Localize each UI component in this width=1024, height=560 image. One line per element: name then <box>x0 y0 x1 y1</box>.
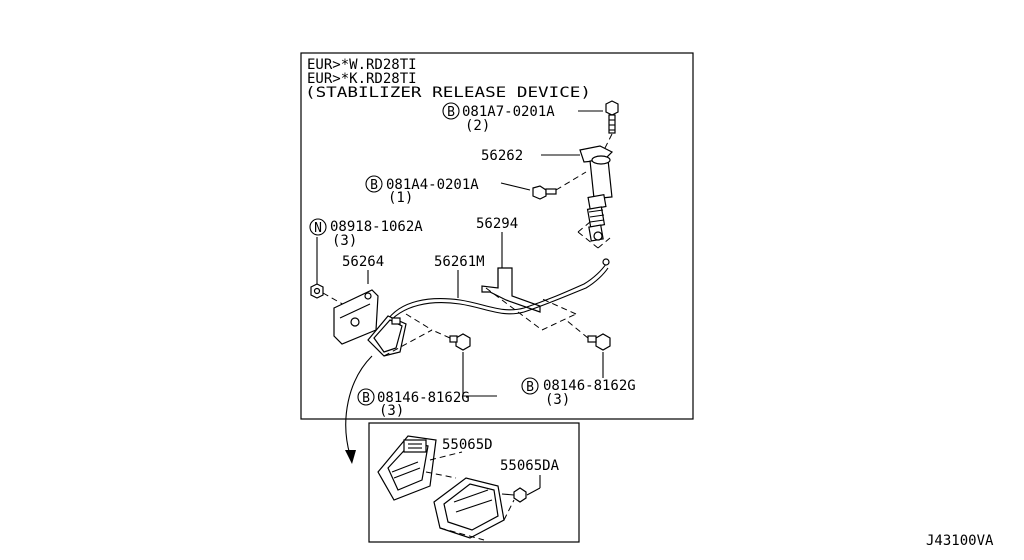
bolt-mid-icon <box>532 171 587 200</box>
svg-text:08918-1062A: 08918-1062A <box>330 219 423 235</box>
svg-text:08146-8162G: 08146-8162G <box>543 378 636 394</box>
svg-text:B: B <box>447 105 455 120</box>
svg-text:081A4-0201A: 081A4-0201A <box>386 177 479 193</box>
bracket-right-icon <box>481 267 577 331</box>
header-line-2: EUR>*K.RD28TI <box>307 71 417 87</box>
svg-text:55065D: 55065D <box>442 437 493 453</box>
bracket-left-icon <box>333 289 379 345</box>
svg-text:56261M: 56261M <box>434 254 485 270</box>
svg-text:(3): (3) <box>332 233 357 249</box>
callout-bolt-mid: B 081A4-0201A (1) <box>365 175 531 206</box>
svg-text:(1): (1) <box>388 190 413 206</box>
actuator-box-icon <box>367 313 433 357</box>
detail-frame <box>368 422 580 543</box>
svg-text:56264: 56264 <box>342 254 384 270</box>
header-line-3: (STABILIZER RELEASE DEVICE) <box>305 85 591 101</box>
svg-text:B: B <box>526 380 534 395</box>
svg-text:(2): (2) <box>465 118 490 134</box>
callout-nut: N 08918-1062A (3) <box>309 218 423 284</box>
svg-text:56262: 56262 <box>481 148 523 164</box>
main-frame <box>300 52 694 420</box>
detail-arrowhead <box>345 450 356 464</box>
svg-text:N: N <box>314 221 322 236</box>
cable-line <box>385 263 607 323</box>
svg-text:08146-8162G: 08146-8162G <box>377 390 470 406</box>
bolt-top-icon <box>603 100 619 151</box>
svg-text:081A7-0201A: 081A7-0201A <box>462 104 555 120</box>
callout-cylinder: 56262 <box>481 148 580 164</box>
callout-relay: 55065D <box>442 437 493 453</box>
svg-text:(3): (3) <box>379 403 404 419</box>
svg-text:(3): (3) <box>545 392 570 408</box>
svg-text:56294: 56294 <box>476 216 518 232</box>
callout-bolt-top: B 081A7-0201A (2) <box>442 102 603 134</box>
relay-cover-icon <box>433 477 527 541</box>
callout-bolt-right: B 08146-8162G (3) <box>521 352 636 408</box>
cable-end-icon <box>602 258 610 266</box>
callout-bracket-left: 56264 <box>342 254 384 284</box>
cable-line-2 <box>385 267 609 327</box>
bolt-right-icon <box>565 319 611 351</box>
callout-cable: 56261M <box>434 254 485 298</box>
callout-relay-cover: 55065DA <box>500 458 560 496</box>
diagram-code: J43100VA <box>926 533 994 549</box>
svg-text:55065DA: 55065DA <box>500 458 560 474</box>
relay-icon <box>377 435 463 501</box>
svg-text:B: B <box>370 178 378 193</box>
detail-arrow <box>345 355 373 456</box>
svg-text:B: B <box>362 391 370 406</box>
callout-bracket-right: 56294 <box>476 216 518 268</box>
header-line-1: EUR>*W.RD28TI <box>307 57 417 73</box>
bolt-left-icon <box>431 329 471 351</box>
cylinder-icon <box>577 145 614 249</box>
nut-icon <box>310 283 347 307</box>
callout-bolt-left: B 08146-8162G (3) <box>357 352 497 419</box>
